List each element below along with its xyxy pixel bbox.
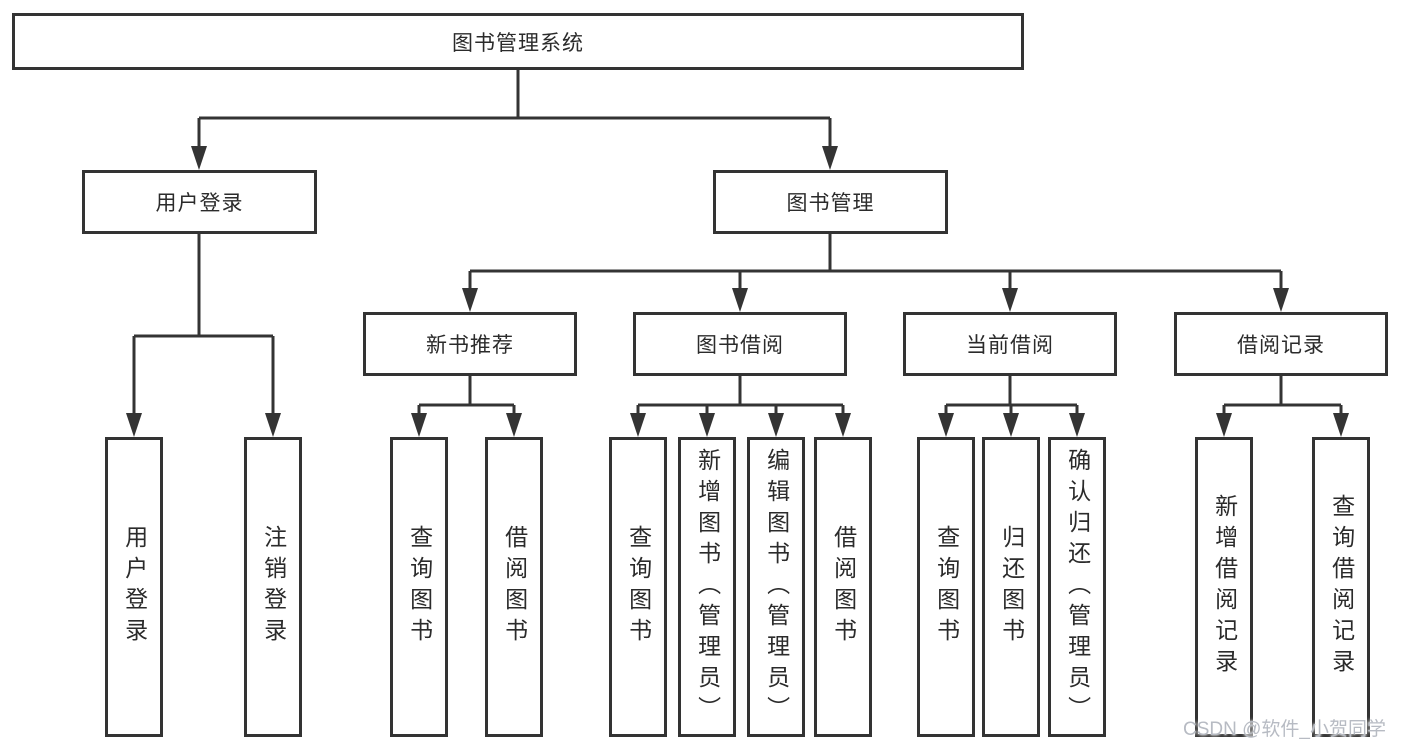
leaf-current-query-book: 查询图书: [917, 437, 975, 737]
node-new-book-recommend: 新书推荐: [363, 312, 577, 376]
leaf-newbook-query-book: 查询图书: [390, 437, 448, 737]
node-root: 图书管理系统: [12, 13, 1024, 70]
connector-newbook-children: [417, 375, 516, 415]
leaf-borrow-add-book-admin: 新增图书（管理员）: [678, 437, 736, 737]
connector-borrow-children: [636, 375, 845, 415]
leaf-records-query-record: 查询借阅记录: [1312, 437, 1370, 737]
node-book-management: 图书管理: [713, 170, 948, 234]
leaf-current-confirm-return-admin: 确认归还（管理员）: [1048, 437, 1106, 737]
connector-bookmgmt-to-level3: [468, 234, 1283, 290]
node-book-borrow: 图书借阅: [633, 312, 847, 376]
leaf-logout: 注销登录: [244, 437, 302, 737]
leaf-records-add-record: 新增借阅记录: [1195, 437, 1253, 737]
connector-records-children: [1222, 375, 1343, 415]
leaf-borrow-edit-book-admin: 编辑图书（管理员）: [747, 437, 805, 737]
leaf-borrow-borrow-book: 借阅图书: [814, 437, 872, 737]
csdn-watermark: CSDN @软件_小贺同学: [1183, 719, 1386, 740]
leaf-borrow-query-book: 查询图书: [609, 437, 667, 737]
arrow-down-icon: [191, 146, 838, 170]
arrow-down-icon: [938, 413, 1085, 437]
connector-current-children: [944, 375, 1079, 415]
leaf-user-login: 用户登录: [105, 437, 163, 737]
connector-userlogin-children: [132, 234, 275, 415]
connector-root-to-level2: [197, 70, 832, 148]
arrow-down-icon: [1216, 413, 1349, 437]
node-user-login: 用户登录: [82, 170, 317, 234]
node-current-borrow: 当前借阅: [903, 312, 1117, 376]
arrow-down-icon: [126, 413, 281, 437]
leaf-newbook-borrow-book: 借阅图书: [485, 437, 543, 737]
leaf-current-return-book: 归还图书: [982, 437, 1040, 737]
node-borrow-records: 借阅记录: [1174, 312, 1388, 376]
arrow-down-icon: [411, 413, 522, 437]
arrow-down-icon: [630, 413, 851, 437]
arrow-down-icon: [462, 288, 1289, 312]
